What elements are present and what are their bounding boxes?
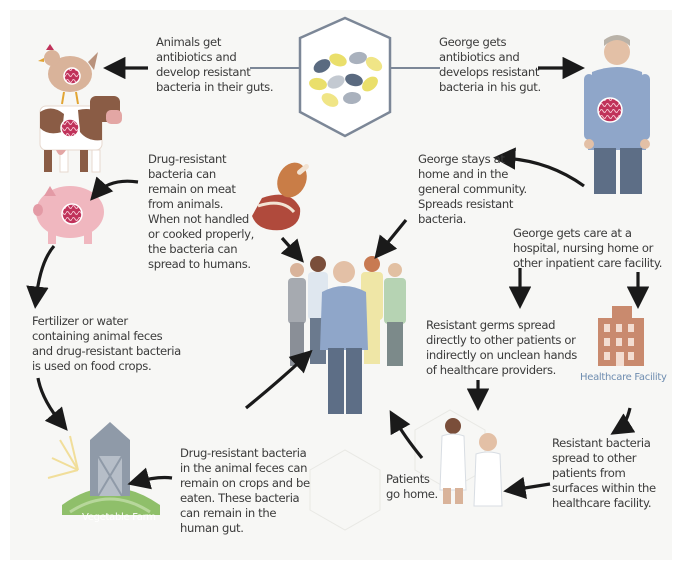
step-facility-surfaces: Resistant bacteria spread to other patie… <box>552 436 656 510</box>
healthcare-facility-label: Healthcare Facility <box>580 372 667 383</box>
step-george-gets-antibiotics: George gets antibiotics and develops res… <box>439 35 541 94</box>
people-group-icon <box>288 256 406 414</box>
vegetable-farm-label: Vegetable Farm <box>82 512 156 523</box>
step-fertilizer: Fertilizer or water containing animal fe… <box>32 314 181 373</box>
step-meat: Drug-resistant bacteria can remain on me… <box>148 152 254 271</box>
patients-icon <box>439 418 503 507</box>
pig-icon <box>33 186 104 244</box>
cow-icon <box>39 96 122 173</box>
step-resistant-germs: Resistant germs spread directly to other… <box>426 318 577 377</box>
meat-icon <box>252 162 309 231</box>
step-george-stays-home: George stays at home and in the general … <box>418 152 527 226</box>
george-icon <box>584 35 650 194</box>
healthcare-facility-icon <box>598 306 644 366</box>
step-animals-get-antibiotics: Animals get antibiotics and develop resi… <box>156 35 274 94</box>
chicken-icon <box>38 44 98 105</box>
step-george-care: George gets care at a hospital, nursing … <box>513 226 663 270</box>
step-crops: Drug-resistant bacteria in the animal fe… <box>180 446 310 535</box>
flow-arrows <box>26 56 650 499</box>
step-patients-go-home: Patients go home. <box>386 472 438 501</box>
barn-icon <box>47 422 160 515</box>
pills-icon <box>298 16 392 138</box>
